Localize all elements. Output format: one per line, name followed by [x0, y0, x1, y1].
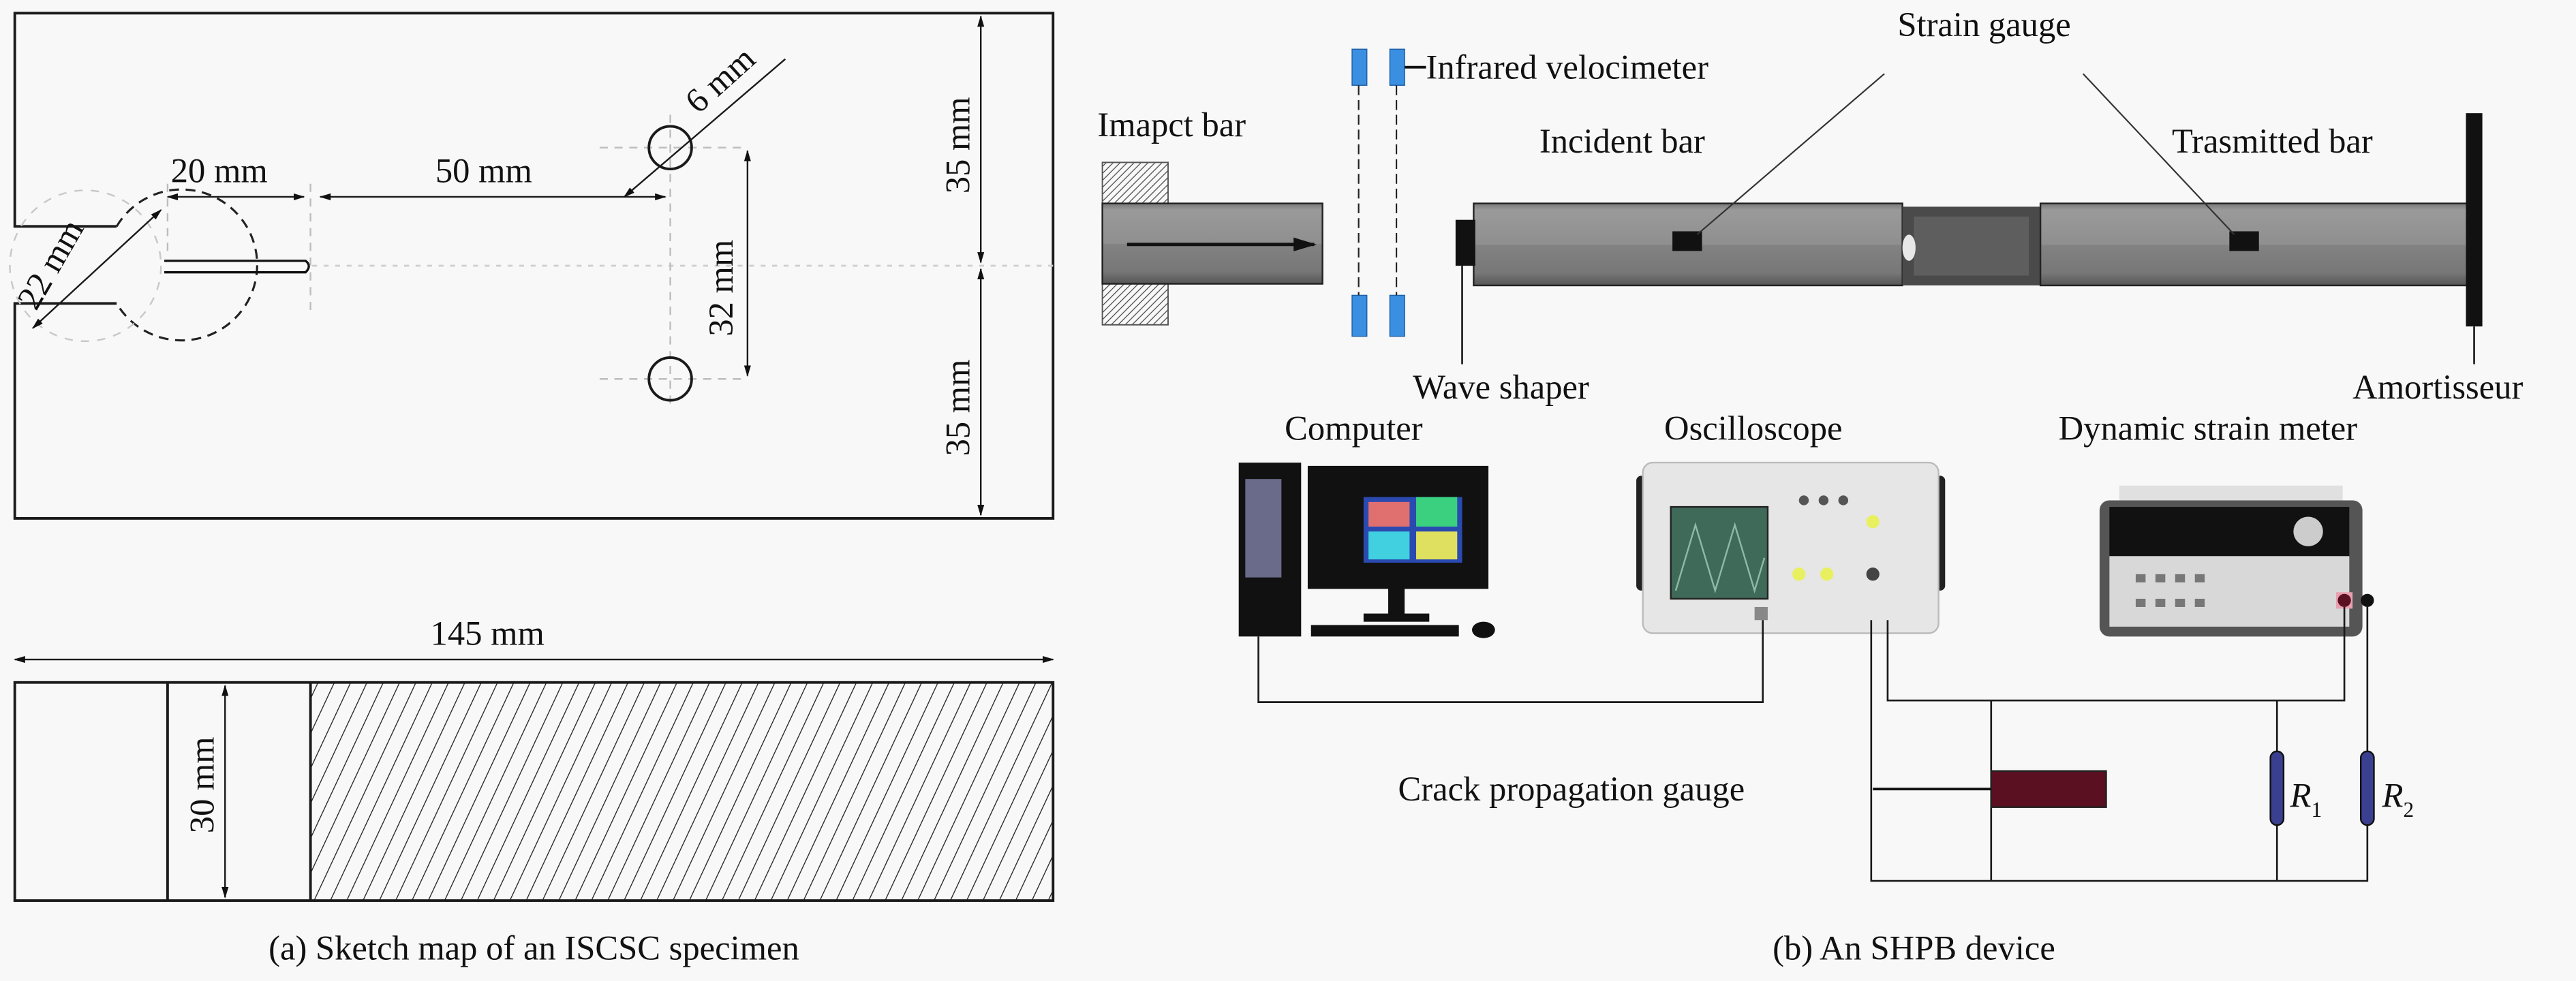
crack-propagation-gauge	[1990, 770, 2107, 808]
velocimeter-emitter	[1351, 48, 1368, 86]
dim-hole-spacing: 32 mm	[702, 240, 740, 337]
button	[2175, 574, 2186, 582]
terminal-black	[2361, 593, 2374, 607]
dim-line-22	[31, 209, 162, 329]
label-strain-gauge: Strain gauge	[1897, 5, 2070, 44]
screen-logo	[1368, 501, 1410, 527]
button	[1820, 567, 1834, 581]
button	[2194, 598, 2205, 607]
button	[2175, 598, 2186, 607]
pc-tower-panel	[1245, 479, 1282, 578]
notch-circle	[115, 188, 258, 342]
dim-half-height-bottom: 35 mm	[938, 360, 977, 456]
label-dynamic-strain-meter: Dynamic strain meter	[2059, 409, 2358, 447]
button	[2155, 598, 2166, 607]
crack-slit	[164, 260, 310, 274]
label-oscilloscope: Oscilloscope	[1664, 409, 1842, 447]
label-crack-propagation-gauge: Crack propagation gauge	[1398, 770, 1745, 808]
monitor-base	[1363, 613, 1430, 622]
wiring	[1257, 606, 2369, 882]
monitor-stand	[1388, 589, 1405, 616]
hole-top	[647, 125, 693, 170]
knob	[1838, 495, 1849, 505]
wire-oscilloscope-meter	[1886, 606, 2346, 702]
knob	[1818, 495, 1829, 505]
knob	[1866, 567, 1880, 581]
label-r2: R2	[2382, 777, 2414, 822]
dim-hole-diameter: 6 mm	[677, 39, 762, 121]
waveform	[1674, 522, 1766, 594]
button	[2135, 574, 2146, 582]
dim-crack-to-holes: 50 mm	[435, 151, 532, 189]
shpb-device: Imapct bar Infrared velocimeter Incident…	[1097, 5, 2523, 967]
specimen-top-view: 20 mm 50 mm 6 mm 22 mm 32 mm 35 mm 35 mm	[9, 12, 1055, 520]
velocimeter-receiver	[1351, 294, 1368, 337]
leader-line	[1696, 73, 1885, 236]
screen-logo	[1416, 497, 1458, 527]
amortisseur	[2466, 113, 2483, 327]
oscilloscope-icon	[1636, 461, 1946, 634]
dim-notch-diameter: 22 mm	[10, 213, 91, 315]
computer-icon	[1238, 463, 1495, 638]
keyboard	[1310, 625, 1459, 637]
resistor-r1	[2269, 750, 2285, 826]
velocimeter-emitter	[1389, 48, 1405, 86]
label-r1: R1	[2290, 777, 2322, 822]
dim-thickness: 30 mm	[183, 736, 221, 833]
dim-crack-length: 20 mm	[171, 151, 268, 189]
meter-dial	[2293, 516, 2323, 546]
specimen-notch	[1902, 234, 1916, 261]
button	[2155, 574, 2166, 582]
specimen-texture	[1914, 216, 2029, 276]
side-outline	[13, 681, 1055, 902]
velocimeter-receiver	[1389, 294, 1405, 337]
screen-logo	[1368, 531, 1410, 560]
label-infrared-velocimeter: Infrared velocimeter	[1426, 48, 1709, 87]
dim-total-length: 145 mm	[431, 614, 545, 652]
label-computer: Computer	[1285, 409, 1423, 447]
knob	[1798, 495, 1809, 505]
dim-half-height-top: 35 mm	[938, 97, 977, 193]
button	[2135, 598, 2146, 607]
button	[2194, 574, 2205, 582]
label-amortisseur: Amortisseur	[2352, 368, 2523, 406]
wire-computer-oscilloscope	[1257, 620, 1764, 703]
caption-a: (a) Sketch map of an ISCSC specimen	[269, 929, 799, 967]
label-incident-bar: Incident bar	[1539, 122, 1705, 160]
mouse	[1472, 621, 1495, 638]
button	[1792, 567, 1806, 581]
screen-logo	[1416, 531, 1458, 560]
wave-shaper	[1455, 219, 1475, 266]
label-impact-bar: Imapct bar	[1097, 106, 1246, 144]
button	[1866, 515, 1880, 529]
dynamic-strain-meter-icon	[2099, 485, 2374, 637]
terminal-red	[2337, 593, 2351, 607]
bnc-port	[1754, 606, 1768, 621]
leader-line	[2082, 73, 2235, 236]
resistor-r2	[2359, 750, 2375, 826]
specimen-side-view: 145 mm 30 mm (a) Sketch map of an ISCSC …	[13, 614, 1055, 967]
hole-bottom	[647, 356, 693, 402]
label-wave-shaper: Wave shaper	[1413, 368, 1589, 406]
label-transmitted-bar: Trasmitted bar	[2172, 122, 2373, 160]
hatched-section	[310, 682, 1054, 901]
meter-panel	[2109, 556, 2350, 627]
infrared-velocimeter: Infrared velocimeter	[1351, 48, 1709, 337]
wire-loop	[1870, 606, 2369, 882]
caption-b: (b) An SHPB device	[1773, 929, 2055, 967]
dim-line-6	[623, 58, 786, 198]
